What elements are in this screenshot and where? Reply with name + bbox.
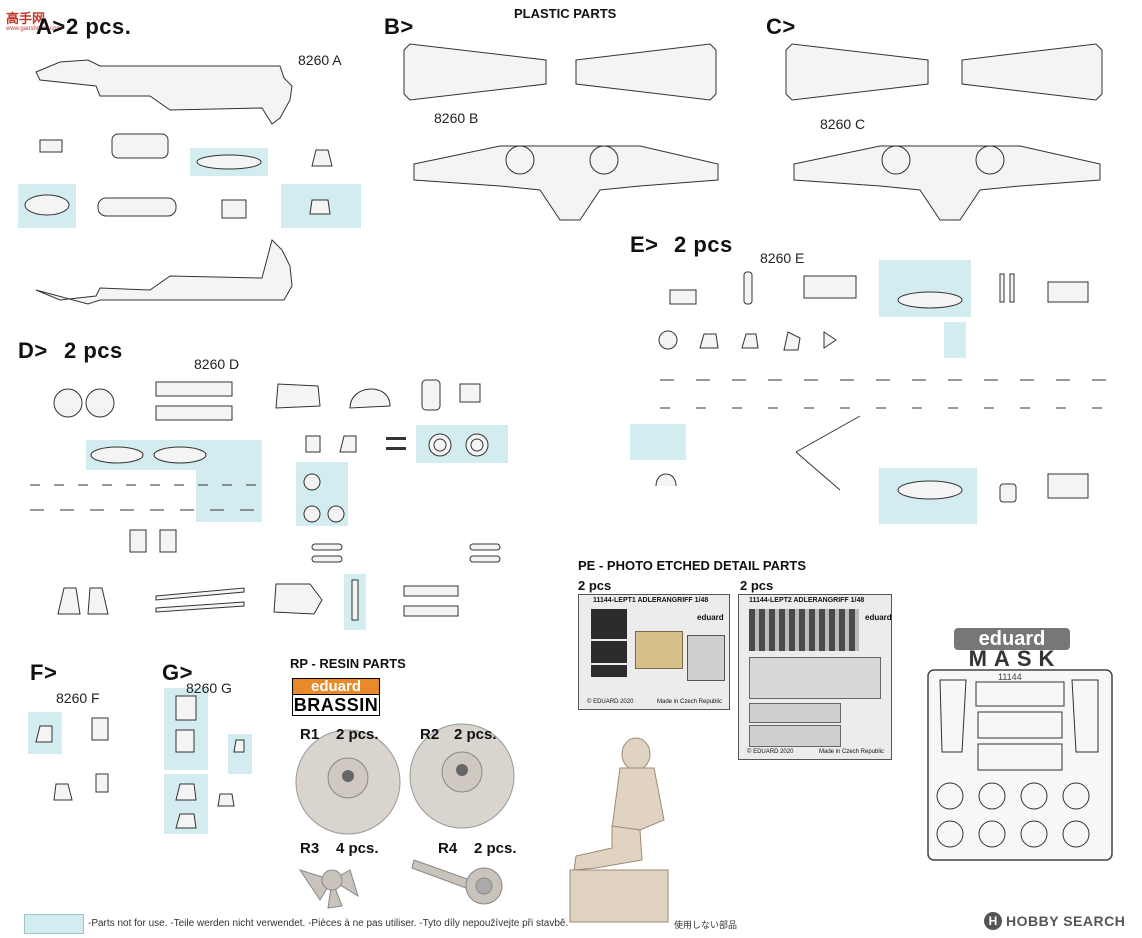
pe-fret-left-panel [591,609,627,639]
pe-fret-left-panel [591,641,627,663]
mask-word: MASK [968,646,1062,671]
pe-fret-left: 11144-LEPT1 ADLERANGRIFF 1/48 eduard © E… [578,594,730,710]
hobby-search-logo: HOBBY SEARCH [1006,913,1126,929]
mask-brand: eduard [954,628,1070,650]
pe-fret-right-footer-right: Made in Czech Republic [819,749,885,755]
section-c-header: C> [766,14,796,39]
brassin-logo-bottom: BRASSIN [292,694,380,716]
unused-highlight [196,470,262,522]
pe-fret-right-panel [749,703,841,723]
section-g-header: G> [162,660,193,685]
pe-fret-right-panel [749,657,881,699]
pe-fret-left-title: 11144-LEPT1 ADLERANGRIFF 1/48 [593,597,709,604]
resin-r1-pcs: 2 pcs. [336,726,379,743]
resin-parts-title: RP - RESIN PARTS [290,656,406,671]
section-f-header: F> [30,660,58,685]
section-d-code: 8260 D [194,356,240,372]
section-d-pcs: 2 pcs [64,338,123,363]
legend-swatch [24,914,84,934]
site-watermark-logo: 高手网 [6,11,46,26]
section-b-header: B> [384,14,414,39]
site-watermark-url: www.gaoshoutu.com [6,26,62,32]
pe-right-pcs: 2 pcs [740,578,774,593]
resin-r4-label: R4 [438,840,458,857]
legend-text-jp: 使用しない部品 [674,920,738,930]
pe-fret-left-footer-left: © EDUARD 2020 [587,699,634,705]
unused-highlight [944,322,966,358]
legend-text: -Parts not for use. -Teile werden nicht … [88,918,569,929]
section-d-header: D> [18,338,48,363]
pe-fret-left-panel [687,635,725,681]
pe-fret-left-belt [635,631,683,669]
resin-r3-label: R3 [300,840,320,857]
plastic-parts-title: PLASTIC PARTS [514,6,617,21]
section-e-pcs: 2 pcs [674,232,733,257]
resin-r2-pcs: 2 pcs. [454,726,497,743]
pe-fret-right-panel [749,609,859,651]
resin-r2-label: R2 [420,726,440,743]
section-a-pcs: 2 pcs. [66,14,132,39]
pe-fret-left-footer-right: Made in Czech Republic [657,699,723,705]
pe-fret-right: 11144-LEPT2 ADLERANGRIFF 1/48 eduard © E… [738,594,892,760]
resin-r3-pcs: 4 pcs. [336,840,379,857]
section-e-code: 8260 E [760,250,805,266]
pe-fret-right-title: 11144-LEPT2 ADLERANGRIFF 1/48 [749,597,865,604]
resin-r4-pcs: 2 pcs. [474,840,517,857]
pe-parts-title: PE - PHOTO ETCHED DETAIL PARTS [578,558,807,573]
pe-fret-right-panel [749,725,841,747]
resin-r1-label: R1 [300,726,320,743]
pe-fret-left-panel [591,665,627,677]
section-f-code: 8260 F [56,690,100,706]
pe-fret-left-brand: eduard [697,613,724,622]
pe-left-pcs: 2 pcs [578,578,612,593]
unused-highlight [630,424,686,460]
pe-fret-right-footer-left: © EDUARD 2020 [747,749,794,755]
section-e-header: E> [630,232,659,257]
pe-fret-right-brand: eduard [865,613,892,622]
section-a-header: A> [36,14,66,39]
section-g-code: 8260 G [186,680,232,696]
section-c-code: 8260 C [820,116,866,132]
mask-code: 11144 [998,672,1022,682]
brassin-logo-top: eduard [292,678,380,695]
hobby-search-logo-icon: H [984,912,1002,930]
section-a-code: 8260 A [298,52,342,68]
section-b-code: 8260 B [434,110,479,126]
